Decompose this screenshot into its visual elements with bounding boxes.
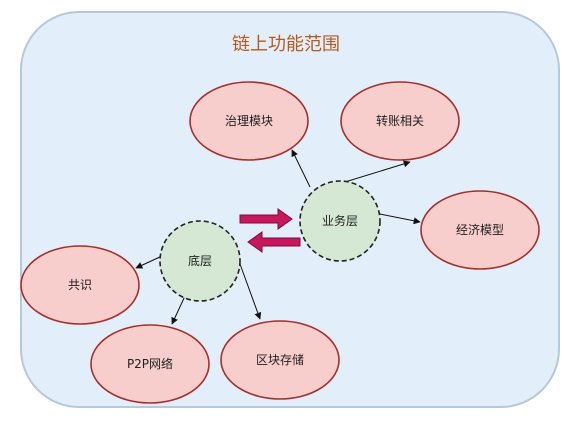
- node-consensus-label: 共识: [68, 278, 92, 292]
- edge-base-to-consensus: [135, 255, 163, 269]
- block-arrow-business-to-base: [247, 231, 301, 253]
- edge-base-to-p2p: [171, 295, 186, 325]
- node-p2p-label: P2P网络: [127, 356, 173, 371]
- hub-base-layer: 底层: [159, 220, 241, 302]
- node-storage-label: 区块存储: [256, 352, 304, 367]
- node-economy: 经济模型: [420, 190, 540, 270]
- node-transfer-label: 转账相关: [376, 113, 424, 128]
- edge-business-to-governance: [291, 149, 311, 188]
- diagram-title: 链上功能范围: [232, 34, 340, 55]
- node-governance: 治理模块: [189, 81, 309, 161]
- edge-base-to-storage: [239, 263, 262, 320]
- hub-base-label: 底层: [188, 253, 212, 268]
- node-storage: 区块存储: [220, 320, 340, 400]
- node-economy-label: 经济模型: [456, 222, 504, 237]
- node-p2p: P2P网络: [90, 324, 210, 404]
- edge-business-to-transfer: [344, 160, 411, 183]
- edge-business-to-economy: [379, 213, 421, 225]
- node-governance-label: 治理模块: [225, 114, 273, 128]
- block-arrow-base-to-business: [239, 208, 293, 230]
- hub-business-label: 业务层: [322, 213, 358, 228]
- node-consensus: 共识: [20, 245, 140, 325]
- node-transfer: 转账相关: [340, 81, 460, 161]
- hub-business-layer: 业务层: [299, 180, 381, 262]
